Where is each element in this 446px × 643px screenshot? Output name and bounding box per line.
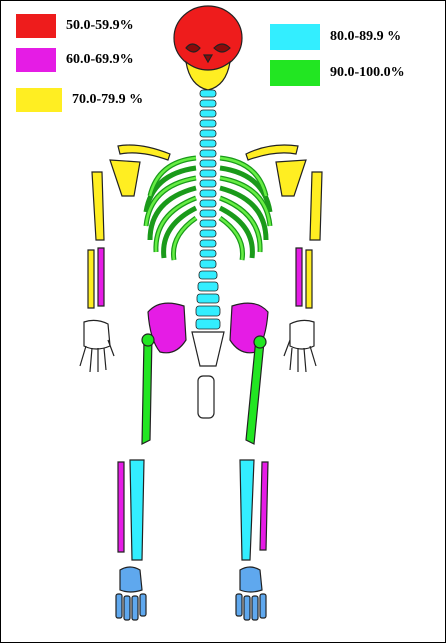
humerus-right: [310, 172, 322, 240]
femur-left: [142, 336, 152, 444]
tibia-left: [130, 460, 144, 560]
scapula-left: [110, 160, 140, 196]
scapula-right: [276, 160, 306, 196]
pelvis-left: [148, 303, 186, 353]
spine: [196, 90, 220, 329]
radius-left: [88, 250, 94, 308]
hand-right: [284, 320, 316, 372]
humerus-left: [92, 172, 104, 240]
skull: [174, 6, 242, 70]
clavicle-left: [118, 145, 170, 160]
tibia-right: [240, 460, 254, 560]
foot-right: [236, 567, 266, 620]
coccyx: [198, 376, 214, 418]
sacrum: [192, 332, 224, 366]
radius-right: [306, 250, 312, 308]
femur-right: [246, 338, 264, 444]
clavicle-right: [246, 145, 298, 160]
ulna-left: [98, 248, 104, 306]
hand-left: [80, 320, 114, 372]
fibula-right: [260, 462, 268, 550]
ulna-right: [296, 248, 302, 306]
fibula-left: [118, 462, 124, 552]
foot-left: [116, 567, 146, 620]
